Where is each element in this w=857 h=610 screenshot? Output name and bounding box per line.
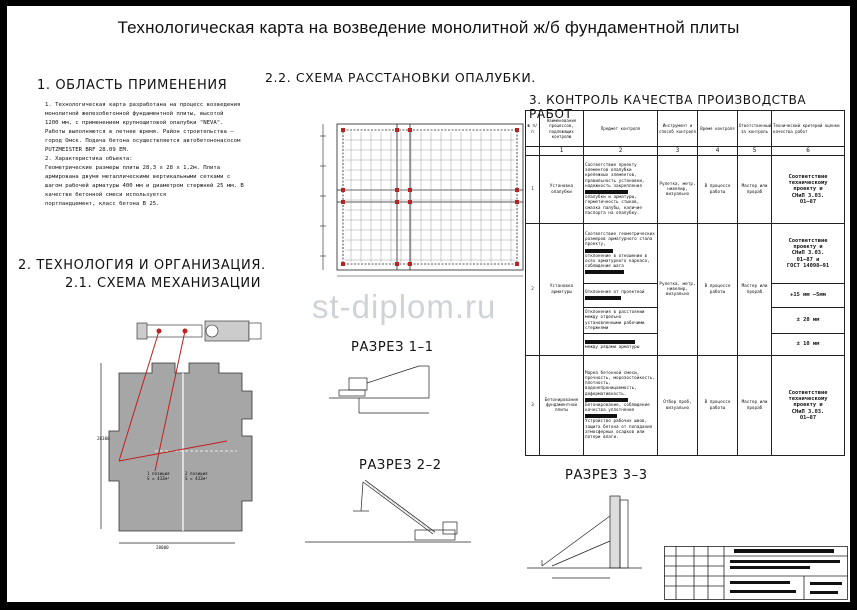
row-number: 2: [525, 223, 540, 356]
table-row: между рядами арматуры ± 10 мм: [526, 333, 845, 356]
section1-line: PUTZMEISTER BRF 28.09 EM.: [45, 147, 130, 153]
cut-3-3-drawing: [527, 495, 642, 579]
section1-text: 1. Технологическая карта разработана на …: [45, 101, 305, 209]
plan-dim-width: 28000: [156, 545, 169, 550]
table-row: Отклонения в расстоянии между отдельно у…: [526, 307, 845, 334]
section1-line: монолитной железобетонной фундаментной п…: [45, 111, 224, 117]
col-header: Наименование процессов, подлежащих контр…: [539, 110, 584, 147]
table-row: 1 Установка опалубки Соответствие проект…: [525, 155, 845, 224]
table-row: 2 Установка арматуры Соответствие геомет…: [525, 223, 845, 356]
row-time: В процессе работы: [697, 155, 738, 224]
row-time: В процессе работы: [697, 355, 738, 456]
row-number: 3: [525, 355, 540, 456]
section1-line: Геометрические размеры плиты 28,3 х 28 х…: [45, 165, 221, 171]
formwork-layout-plan: [320, 123, 524, 277]
col-number: 4: [697, 146, 738, 156]
row-tolerance: ± 20 мм: [771, 307, 845, 334]
watermark: st-diplom.ru: [312, 288, 497, 325]
row-subject: Соответствие проекту элементов опалубки …: [583, 155, 658, 224]
col-header: Инструмент и способ контроля: [657, 110, 698, 147]
row-tool: Отбор проб, визуально: [657, 355, 698, 456]
plan-dim-height: 28300: [97, 436, 110, 441]
section1-line: качестве бетонной смеси используется: [45, 192, 167, 198]
row-subject: Марка бетонной смеси, прочность, морозос…: [583, 355, 658, 456]
row-subject: Соответствие геометрических размеров арм…: [583, 223, 658, 284]
row-tool: Рулетка, метр, нивелир, визуально: [657, 223, 698, 356]
row-responsible: Мастер или прораб: [737, 223, 772, 356]
cut-2-2-drawing: [305, 479, 471, 543]
table-header-row: № п/п Наименование процессов, подлежащих…: [525, 110, 845, 147]
col-header: Технический критерий оценки качества раб…: [771, 110, 845, 147]
cut-3-3-label: РАЗРЕЗ 3–3: [565, 468, 648, 483]
section1-line: город Омск. Подача бетона осуществляется…: [45, 138, 241, 144]
mechanization-scheme: [100, 320, 262, 544]
page-title: Технологическая карта на возведение моно…: [117, 18, 740, 37]
cut-2-2-label: РАЗРЕЗ 2–2: [359, 458, 442, 473]
col-number: 3: [657, 146, 698, 156]
title-block-stamp: [664, 546, 848, 600]
col-header: Время контроля: [697, 110, 738, 147]
cut-1-1-label: РАЗРЕЗ 1–1: [351, 340, 434, 355]
col-number: 2: [583, 146, 658, 156]
section1-line: 1. Технологическая карта разработана на …: [45, 102, 241, 108]
row-process: Установка арматуры: [539, 223, 584, 356]
section1-line: 1200 мм, с применением крупнощитовой опа…: [45, 120, 224, 126]
section1-line: Работы выполняются в летнее время. Район…: [45, 129, 234, 135]
row-tolerance: +15 мм –5мм: [771, 283, 845, 308]
section1-line: армирована двумя металлическими вертикал…: [45, 174, 231, 180]
column-number-row: 1 2 3 4 5 6: [525, 146, 845, 156]
section1-line: 2. Характеристика объекта:: [45, 156, 133, 162]
cut-1-1-drawing: [329, 365, 430, 414]
col-number: 1: [539, 146, 584, 156]
quality-control-table: № п/п Наименование процессов, подлежащих…: [525, 110, 845, 456]
row-subject: Отклонения от проектной: [583, 283, 658, 308]
col-header: Ответственный за контроль: [737, 110, 772, 147]
row-time: В процессе работы: [697, 223, 738, 356]
row-tool: Рулетка, метр, нивелир, визуально: [657, 155, 698, 224]
section1-line: портландцемент, класс бетона В 25.: [45, 201, 160, 207]
col-number: 6: [771, 146, 845, 156]
section2-subheading: 2.1. СХЕМА МЕХАНИЗАЦИИ: [65, 276, 262, 291]
row-process: Бетонирование фундаментной плиты: [539, 355, 584, 456]
row-number: 1: [525, 155, 540, 224]
table-row: Отклонения от проектной +15 мм –5мм: [526, 283, 845, 308]
section1-line: шагом рабочей арматуры 400 мм и диаметро…: [45, 183, 244, 189]
row-responsible: Мастер или прораб: [737, 155, 772, 224]
table-row: 3 Бетонирование фундаментной плиты Марка…: [525, 355, 845, 456]
col-number: 5: [737, 146, 772, 156]
row-tolerance: ± 10 мм: [771, 333, 845, 356]
drawing-sheet: Технологическая карта на возведение моно…: [7, 6, 850, 602]
col-header: Предмет контроля: [583, 110, 658, 147]
section22-heading: 2.2. СХЕМА РАССТАНОВКИ ОПАЛУБКИ.: [265, 70, 536, 85]
col-header: № п/п: [525, 110, 540, 147]
section2-heading: 2. ТЕХНОЛОГИЯ И ОРГАНИЗАЦИЯ.: [18, 258, 266, 273]
row-responsible: Мастер или прораб: [737, 355, 772, 456]
section1-heading: 1. ОБЛАСТЬ ПРИМЕНЕНИЯ: [37, 78, 228, 93]
row-subject: между рядами арматуры: [583, 333, 658, 356]
row-process: Установка опалубки: [539, 155, 584, 224]
row-subject: Отклонения в расстоянии между отдельно у…: [583, 307, 658, 334]
